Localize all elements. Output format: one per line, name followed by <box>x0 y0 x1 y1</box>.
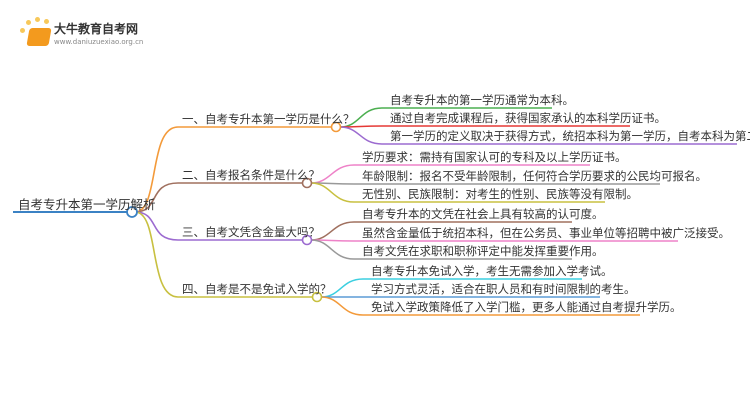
leaf-node-label[interactable]: 虽然含金量低于统招本科，但在公务员、事业单位等招聘中被广泛接受。 <box>362 226 730 240</box>
branch-collapse-circle <box>311 291 323 303</box>
leaf-node-label[interactable]: 免试入学政策降低了入学门槛，更多人能通过自考提升学历。 <box>371 300 682 314</box>
leaf-connector <box>310 239 678 242</box>
leaf-connector <box>310 239 572 260</box>
leaf-node-label[interactable]: 第一学历的定义取决于获得方式，统招本科为第一学历，自考本科为第二学历。 <box>390 129 750 143</box>
branch-connector <box>134 182 303 213</box>
leaf-node-label[interactable]: 年龄限制：报名不受年龄限制，任何符合学历要求的公民均可报名。 <box>362 169 707 183</box>
branch-node-label[interactable]: 二、自考报名条件是什么？ <box>182 168 320 182</box>
logo-url: www.daniuzuexiao.org.cn <box>54 38 144 46</box>
leaf-connector <box>310 182 605 203</box>
branch-collapse-circle <box>301 177 313 189</box>
logo: 大牛教育自考网 www.daniuzuexiao.org.cn <box>18 14 198 54</box>
branch-connector <box>134 211 303 241</box>
branch-node-label[interactable]: 一、自考专升本第一学历是什么？ <box>182 112 355 126</box>
leaf-node-label[interactable]: 通过自考完成课程后，获得国家承认的本科学历证书。 <box>390 111 666 125</box>
leaf-node-label[interactable]: 自考专升本免试入学，考生无需参加入学考试。 <box>371 264 613 278</box>
leaf-node-label[interactable]: 自考专升本的第一学历通常为本科。 <box>390 93 574 107</box>
branch-node-label[interactable]: 四、自考是不是免试入学的？ <box>182 282 332 296</box>
root-collapse-circle <box>126 206 138 218</box>
leaf-node-label[interactable]: 自考专升本的文凭在社会上具有较高的认可度。 <box>362 207 604 221</box>
branch-connector <box>134 126 332 213</box>
leaf-node-label[interactable]: 学历要求：需持有国家认可的专科及以上学历证书。 <box>362 150 627 164</box>
branch-connector <box>134 211 313 298</box>
leaf-node-label[interactable]: 无性别、民族限制：对考生的性别、民族等没有限制。 <box>362 187 638 201</box>
branch-collapse-circle <box>330 121 342 133</box>
logo-name: 大牛教育自考网 <box>54 22 139 36</box>
leaf-connector <box>310 182 660 185</box>
leaf-connector <box>339 125 630 128</box>
branch-node-label[interactable]: 三、自考文凭含金量大吗？ <box>182 225 320 239</box>
branch-collapse-circle <box>301 234 313 246</box>
leaf-node-label[interactable]: 学习方式灵活，适合在职人员和有时间限制的考生。 <box>371 282 636 296</box>
leaf-node-label[interactable]: 自考文凭在求职和职称评定中能发挥重要作用。 <box>362 244 604 258</box>
leaf-connector <box>339 126 737 145</box>
root-node-label[interactable]: 自考专升本第一学历解析 <box>18 197 156 212</box>
leaf-connector <box>320 296 640 316</box>
